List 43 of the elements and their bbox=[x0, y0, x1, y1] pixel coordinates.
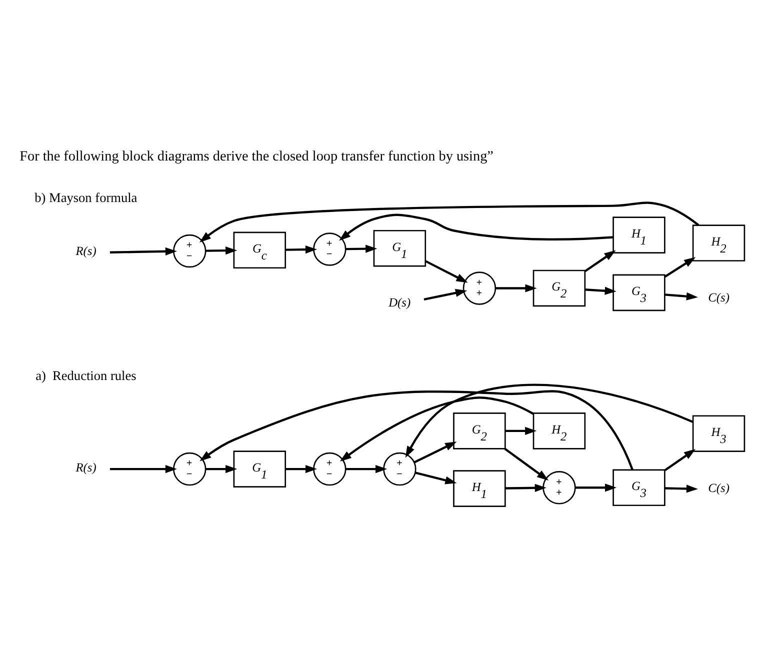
arrow bbox=[505, 426, 537, 434]
arrow bbox=[200, 390, 634, 470]
arrow bbox=[414, 471, 457, 484]
node-circle: + − bbox=[383, 452, 416, 486]
arrow bbox=[346, 244, 378, 252]
node-text: D(s) bbox=[388, 295, 411, 310]
label: b) Mayson formula bbox=[34, 189, 138, 204]
arrow bbox=[504, 448, 549, 480]
arrow bbox=[585, 286, 616, 294]
node-circle: + − bbox=[173, 452, 206, 486]
arrow bbox=[576, 483, 617, 492]
arrow bbox=[664, 256, 696, 278]
diagram-title: For the following block diagrams derive the closed loop transfer function by using” bbox=[20, 148, 494, 164]
arrow bbox=[199, 201, 700, 242]
arrow bbox=[424, 288, 468, 300]
node-circle: + − bbox=[173, 234, 206, 268]
node-text: C(s) bbox=[708, 290, 730, 304]
node-circle: + + bbox=[462, 271, 496, 304]
arrow bbox=[405, 383, 694, 458]
arrow bbox=[496, 284, 537, 292]
arrow bbox=[664, 484, 698, 492]
arrow bbox=[286, 245, 318, 254]
arrow bbox=[414, 441, 457, 463]
arrow bbox=[664, 448, 696, 471]
arrow bbox=[346, 464, 388, 473]
node-text: C(s) bbox=[708, 480, 730, 494]
arrow bbox=[339, 213, 614, 240]
node-circle: + − bbox=[313, 232, 346, 266]
arrow bbox=[206, 246, 238, 254]
arrow bbox=[206, 464, 238, 473]
arrow bbox=[286, 464, 318, 473]
label: a) Reduction rules bbox=[36, 367, 136, 382]
node-text: R(s) bbox=[76, 244, 96, 258]
arrow bbox=[664, 292, 698, 300]
arrow bbox=[425, 260, 468, 282]
arrow bbox=[110, 464, 177, 473]
arrow bbox=[584, 250, 616, 272]
arrow bbox=[340, 396, 534, 462]
node-text: R(s) bbox=[76, 460, 96, 474]
arrow bbox=[505, 483, 546, 492]
node-circle: + − bbox=[313, 452, 346, 486]
node-circle: + + bbox=[542, 470, 576, 504]
arrow bbox=[110, 246, 177, 255]
